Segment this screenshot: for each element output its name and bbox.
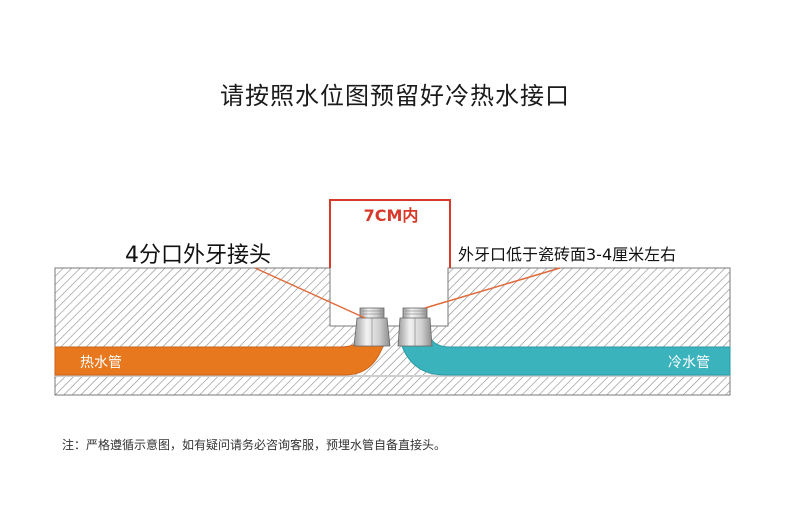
page-title: 请按照水位图预留好冷热水接口 [220, 82, 570, 110]
cold-pipe-label: 冷水管 [668, 355, 710, 371]
dimension-bracket [329, 199, 451, 268]
left-fitting [353, 307, 391, 347]
pipe-channel [55, 375, 730, 377]
right-fitting [397, 307, 433, 347]
hot-pipe-label: 热水管 [80, 355, 122, 371]
dimension-label: 7CM内 [364, 206, 419, 225]
right-fitting-label: 外牙口低于瓷砖面3-4厘米左右 [458, 245, 676, 264]
left-fitting-label: 4分口外牙接头 [125, 243, 271, 268]
left-leader-line [254, 267, 366, 319]
footnote: 注：严格遵循示意图，如有疑问请务必咨询客服，预埋水管自备直接头。 [62, 438, 447, 452]
right-leader-line [424, 267, 561, 309]
